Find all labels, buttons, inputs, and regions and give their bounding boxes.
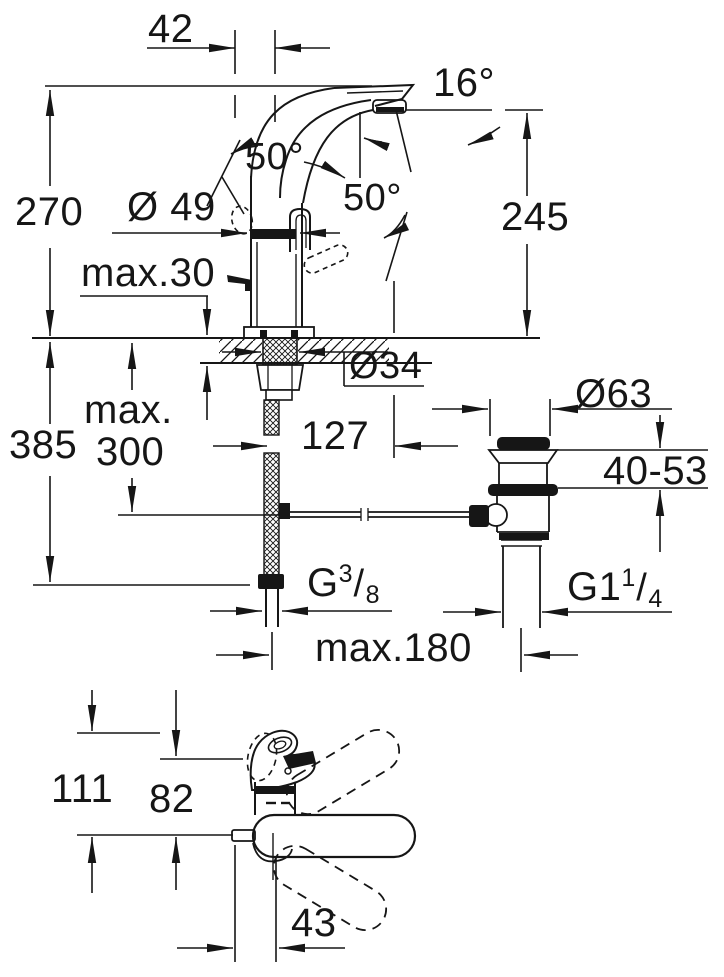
pop-up-waste: [469, 437, 559, 628]
dim-waste-diameter: Ø63: [575, 372, 653, 416]
dim-max-rod-length: max. 300: [84, 388, 173, 474]
lever-tip: [227, 275, 252, 291]
hose-end-fitting: [258, 574, 284, 589]
plan-handle: [249, 729, 316, 792]
dim-max-deck: max.30: [81, 251, 216, 295]
dim-max-reach: max.180: [315, 626, 472, 670]
aerator-angle-line: [395, 109, 412, 173]
dim-height-270: 270: [15, 190, 84, 234]
dimension-lines: [33, 30, 708, 962]
dim-plan-82: 82: [149, 777, 195, 821]
plan-handle-alt-dashed: [246, 732, 278, 782]
dim-clamping-range: 40-53: [603, 449, 708, 493]
rod-connector: [279, 503, 290, 519]
dim-depth-385: 385: [9, 423, 78, 467]
dim-supply-thread: G3/8: [307, 560, 380, 609]
plan-view-faucet: [231, 728, 417, 932]
spout-outer-curve: [250, 87, 335, 179]
dim-spout-offset: 42: [148, 7, 194, 51]
plan-lever-up-dashed: [285, 728, 401, 816]
dim-hole-diameter: Ø34: [349, 345, 423, 387]
dim-handle-open-angle: 50°: [245, 136, 304, 178]
handle-pivot-band: [252, 229, 296, 239]
supply-hose: [258, 399, 471, 627]
dim-height-245: 245: [501, 195, 570, 239]
aerator-face: [376, 107, 404, 112]
dim-body-diameter: Ø 49: [127, 185, 216, 229]
dim-waste-thread: G11/4: [567, 564, 663, 613]
aerator: [372, 99, 407, 114]
dim-aerator-angle: 16°: [433, 61, 495, 105]
base-flange: [243, 326, 315, 339]
dim-handle-travel-angle: 50°: [343, 177, 402, 219]
waste-flange: [487, 449, 559, 464]
spout-mid-curve: [279, 99, 372, 199]
plan-lever-down-dashed: [272, 844, 388, 932]
dim-offset-127: 127: [301, 414, 370, 458]
waste-oring: [488, 484, 558, 496]
rod-knob: [469, 505, 489, 527]
spout-tip: [333, 83, 416, 107]
mounting-nut: [255, 364, 305, 391]
plan-lever-tab: [231, 829, 256, 842]
threaded-shank: [262, 337, 298, 366]
spout-tip-inner-line: [346, 90, 404, 94]
waste-plug: [497, 437, 550, 450]
dim-plan-43: 43: [291, 901, 337, 945]
plan-lever: [251, 813, 417, 859]
angle-ref-right: [385, 211, 408, 282]
lever-front-loop: [289, 207, 311, 252]
dim-plan-111: 111: [51, 767, 114, 811]
